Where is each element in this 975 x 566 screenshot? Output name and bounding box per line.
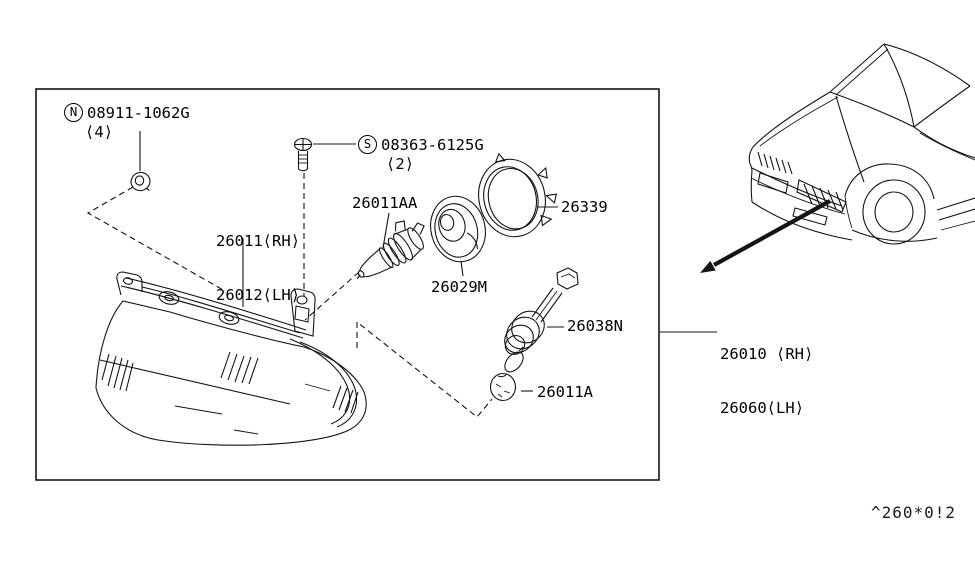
assembly-rh-number: 26010 ⟨RH⟩ xyxy=(720,345,814,363)
side-bulb-label: 26011A xyxy=(537,383,593,401)
location-arrow xyxy=(700,199,832,273)
nut-part-number: 08911-1062G xyxy=(87,103,190,122)
retaining-ring-label: 26339 xyxy=(561,198,608,216)
screw-part-label: S 08363-6125G xyxy=(358,135,484,154)
screw-part-number: 08363-6125G xyxy=(381,135,484,154)
seal-label: 26029M xyxy=(431,278,487,296)
headlamp-assembly-drawing xyxy=(95,271,367,446)
diagram-plate-code: ^260*0!2 xyxy=(871,503,957,522)
headlamp-bulb-label: 26011AA xyxy=(352,194,418,212)
nut-quantity: ⟨4⟩ xyxy=(85,123,113,141)
socket-drawing xyxy=(504,267,579,355)
headlamp-bulb-drawing xyxy=(356,220,425,280)
retaining-ring-drawing xyxy=(478,152,558,238)
housing-lh-number: 26012⟨LH⟩ xyxy=(216,286,300,304)
nut-part-label: N 08911-1062G xyxy=(64,103,190,122)
housing-part-label: 26011⟨RH⟩ 26012⟨LH⟩ xyxy=(216,196,300,340)
socket-label: 26038N xyxy=(567,317,623,335)
seal-drawing xyxy=(430,195,486,263)
circled-n-icon: N xyxy=(64,103,83,122)
lens-hatching xyxy=(101,351,359,414)
assembly-lh-number: 26060⟨LH⟩ xyxy=(720,399,804,417)
parts-box-border xyxy=(35,88,660,481)
leader-lines xyxy=(86,131,717,418)
screw-drawing xyxy=(293,137,313,172)
screw-quantity: ⟨2⟩ xyxy=(386,155,414,173)
nut-drawing xyxy=(130,171,151,192)
circled-s-icon: S xyxy=(358,135,377,154)
assembly-part-label: 26010 ⟨RH⟩ 26060⟨LH⟩ xyxy=(720,309,813,453)
side-bulb-drawing xyxy=(489,346,524,402)
housing-rh-number: 26011⟨RH⟩ xyxy=(216,232,300,250)
grille-hatching xyxy=(757,151,793,175)
car-drawing xyxy=(748,43,975,245)
